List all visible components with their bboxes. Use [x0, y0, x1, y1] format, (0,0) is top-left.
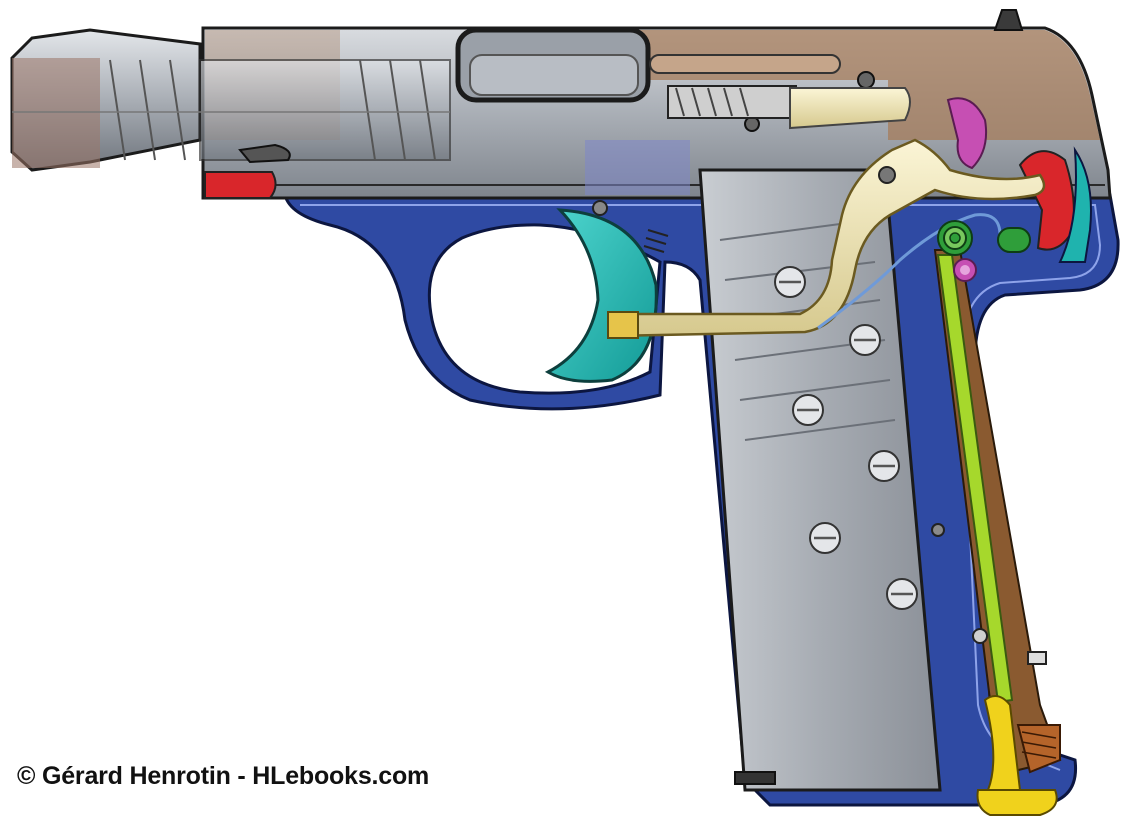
- firing-pin-assembly: [667, 85, 911, 130]
- magazine-catch: [976, 695, 1061, 816]
- striker: [789, 87, 911, 130]
- recoil-spring: [109, 59, 436, 161]
- hammer-pivot: [937, 220, 1031, 282]
- rear-sight: [993, 9, 1024, 31]
- copyright-credit: © Gérard Henrotin - HLebooks.com: [17, 762, 430, 790]
- wire-spring: [817, 213, 1002, 330]
- barrel: [10, 28, 451, 172]
- trigger-bar: [610, 138, 1046, 338]
- magenta-hammer-part: [946, 97, 988, 170]
- mainspring: [936, 254, 1014, 704]
- slide-red-insert: [204, 171, 277, 199]
